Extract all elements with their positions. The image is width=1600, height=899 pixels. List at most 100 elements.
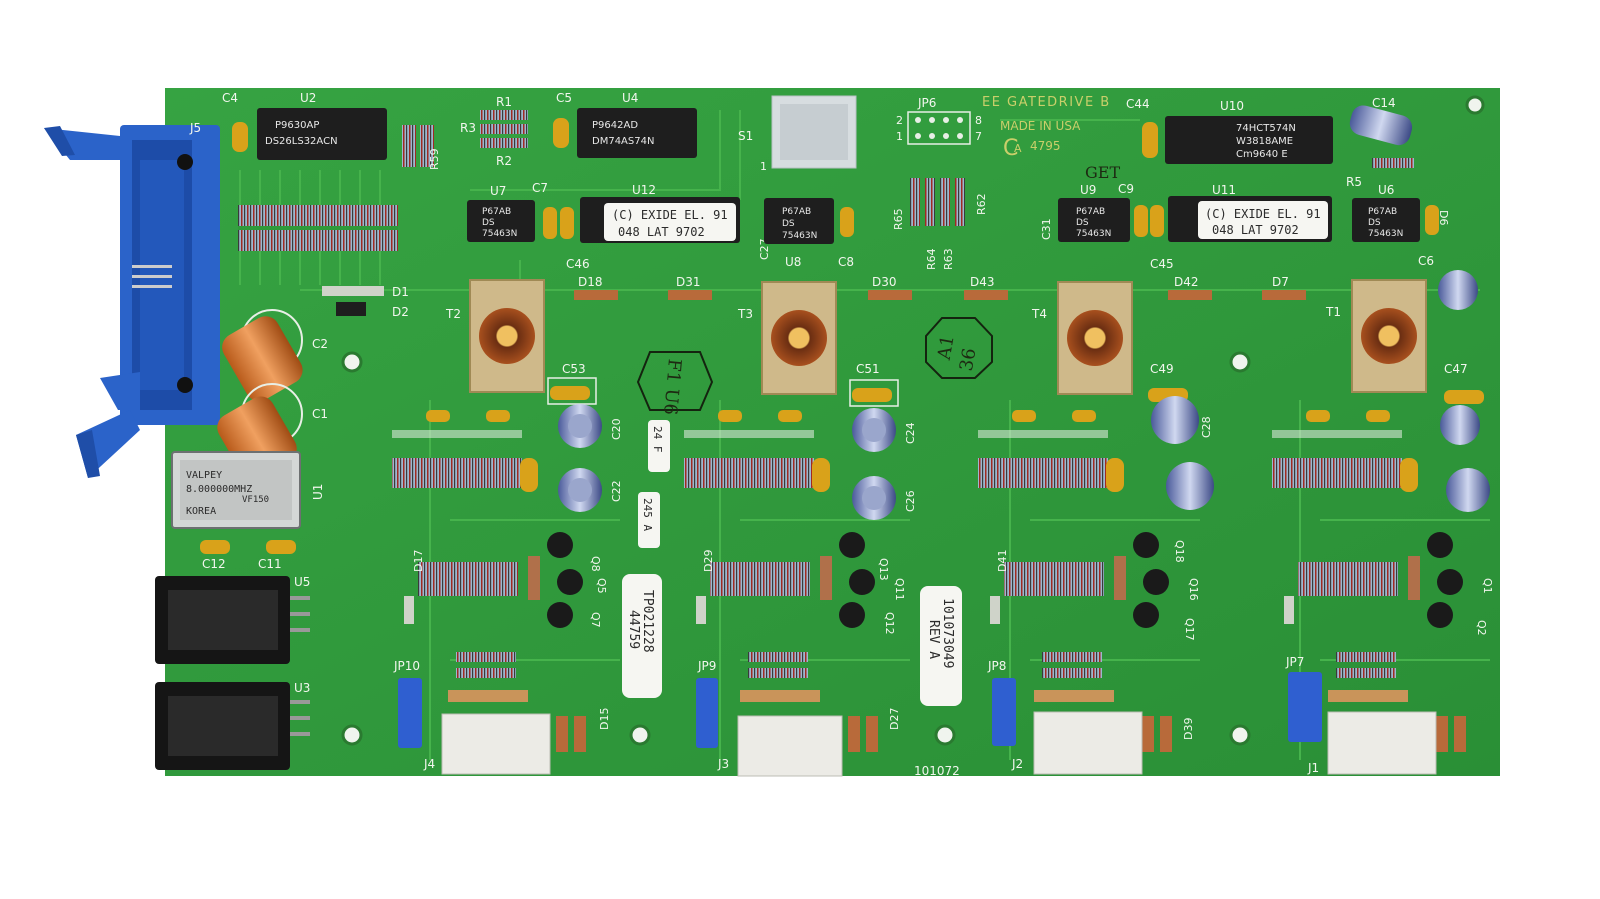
refdes-d27: D27 <box>888 708 901 730</box>
sticker-exide-left-line1: (C) EXIDE EL. 91 <box>612 208 728 222</box>
refdes-u7: U7 <box>490 184 506 198</box>
resistor-bank <box>710 562 810 596</box>
refdes-jp7: JP7 <box>1285 655 1304 669</box>
refdes-c11: C11 <box>258 557 282 571</box>
jumper-jp7[interactable]: JP7 <box>1285 655 1322 742</box>
refdes-c20: C20 <box>610 418 623 440</box>
refdes-u12: U12 <box>632 183 656 197</box>
chip-u6-line3: 75463N <box>1368 229 1403 239</box>
capacitor-small <box>812 458 830 492</box>
resistor-array <box>238 205 398 251</box>
diode <box>848 716 860 752</box>
ic-u7: U7 P67AB DS 75463N <box>467 184 535 242</box>
silk-outline <box>684 430 814 438</box>
diode <box>556 716 568 752</box>
capacitor-small <box>1012 410 1036 422</box>
refdes-q2: Q2 <box>1475 620 1488 636</box>
output-connector-j2[interactable]: J2 <box>1011 711 1143 775</box>
capacitor-small <box>1072 410 1096 422</box>
refdes-c9: C9 <box>1118 182 1134 196</box>
sticker-rev-line2: REV A <box>926 620 941 659</box>
ribbon-connector-j5[interactable]: J5 <box>44 121 220 478</box>
sticker-exide-right-line2: 048 LAT 9702 <box>1212 223 1299 237</box>
diode-labels-mid: D17 D29 D41 <box>412 550 1009 572</box>
ic-u9: U9 P67AB DS 75463N <box>1058 183 1130 242</box>
resistor-bank <box>1298 562 1398 596</box>
jumper-jp8[interactable]: JP8 <box>987 659 1016 746</box>
refdes-c28: C28 <box>1200 416 1213 438</box>
jp6-pin8: 8 <box>975 114 982 127</box>
refdes-q13: Q13 <box>877 558 890 581</box>
refdes-c22: C22 <box>610 480 623 502</box>
resistor <box>748 652 808 662</box>
capacitor-small <box>778 410 802 422</box>
transistor <box>1143 569 1169 595</box>
chip-u6-line1: P67AB <box>1368 207 1397 217</box>
refdes-c5: C5 <box>556 91 572 105</box>
capacitor-c26: C26 <box>852 476 917 520</box>
capacitor-c7: C7 C46 <box>532 181 590 271</box>
refdes-c53: C53 <box>562 362 586 376</box>
capacitor-c28: C28 <box>1151 396 1214 510</box>
transformer-t3: T3 <box>737 281 837 395</box>
capacitor-small <box>426 410 450 422</box>
sticker-exide-right-line1: (C) EXIDE EL. 91 <box>1205 207 1321 221</box>
refdes-c4: C4 <box>222 91 238 105</box>
chip-u4-line1: P9642AD <box>592 120 638 131</box>
refdes-c46: C46 <box>566 257 590 271</box>
crystal-oscillator-u1: VALPEY 8.000000MHZ VF150 KOREA U1 <box>171 451 325 529</box>
capacitor-row-c47: C47 <box>1444 362 1484 404</box>
output-connector-j3[interactable]: J3 <box>717 715 843 777</box>
refdes-jp9: JP9 <box>697 659 716 673</box>
driver-channels <box>392 410 1466 752</box>
ul-code: 4795 <box>1030 139 1061 153</box>
pin-header-white[interactable]: 1 <box>760 95 857 173</box>
stamp-hexagon-left: F1 U6 <box>636 351 714 416</box>
refdes-u10: U10 <box>1220 99 1244 113</box>
transistor-labels: Q8 Q5 Q7 Q13 Q11 Q12 Q18 Q16 Q17 Q1 Q2 <box>589 540 1494 641</box>
transistor <box>1427 602 1453 628</box>
jumper-jp10[interactable]: JP10 <box>393 659 422 748</box>
diode <box>1142 716 1154 752</box>
jumper-jp9[interactable]: JP9 <box>696 659 718 748</box>
resistor <box>456 652 516 662</box>
refdes-d41: D41 <box>996 550 1009 572</box>
refdes-u4: U4 <box>622 91 638 105</box>
refdes-r64: R64 <box>925 248 938 270</box>
stamp-right-text2: 36 <box>956 347 981 373</box>
refdes-d30: D30 <box>872 275 897 289</box>
crystal-line1: VALPEY <box>186 470 222 481</box>
chip-u4-line2: DM74AS74N <box>592 136 654 147</box>
refdes-j5: J5 <box>189 121 201 135</box>
diode <box>1160 716 1172 752</box>
resistor-r59: R59 <box>402 125 441 170</box>
capacitor-small <box>1366 410 1390 422</box>
refdes-q5: Q5 <box>595 578 608 594</box>
resistor <box>1042 668 1102 678</box>
capacitor-row-c53: C53 <box>547 362 597 405</box>
capacitor-small <box>1306 410 1330 422</box>
refdes-u5: U5 <box>294 575 310 589</box>
transistor <box>557 569 583 595</box>
output-connector-j4[interactable]: J4 <box>423 713 551 775</box>
refdes-q11: Q11 <box>893 578 906 601</box>
sticker-245a: 245 A <box>638 492 660 548</box>
refdes-u6: U6 <box>1378 183 1394 197</box>
resistor <box>1336 652 1396 662</box>
board-serial: 101072 <box>914 764 960 778</box>
chip-u10-line3: Cm9640 E <box>1236 149 1288 160</box>
transistor <box>849 569 875 595</box>
ic-u8: P67AB DS 75463N U8 <box>764 198 834 269</box>
refdes-j1: J1 <box>1307 761 1319 775</box>
transistor <box>839 532 865 558</box>
refdes-r5: R5 <box>1346 175 1362 189</box>
capacitor-c2: C2 <box>222 309 328 402</box>
refdes-d18: D18 <box>578 275 603 289</box>
output-connector-j1[interactable]: J1 <box>1307 711 1437 775</box>
transformer-t2: T2 <box>445 279 545 393</box>
capacitor-c24: C24 <box>852 408 917 452</box>
capacitor-small <box>486 410 510 422</box>
refdes-c44: C44 <box>1126 97 1150 111</box>
refdes-d1: D1 <box>392 285 409 299</box>
